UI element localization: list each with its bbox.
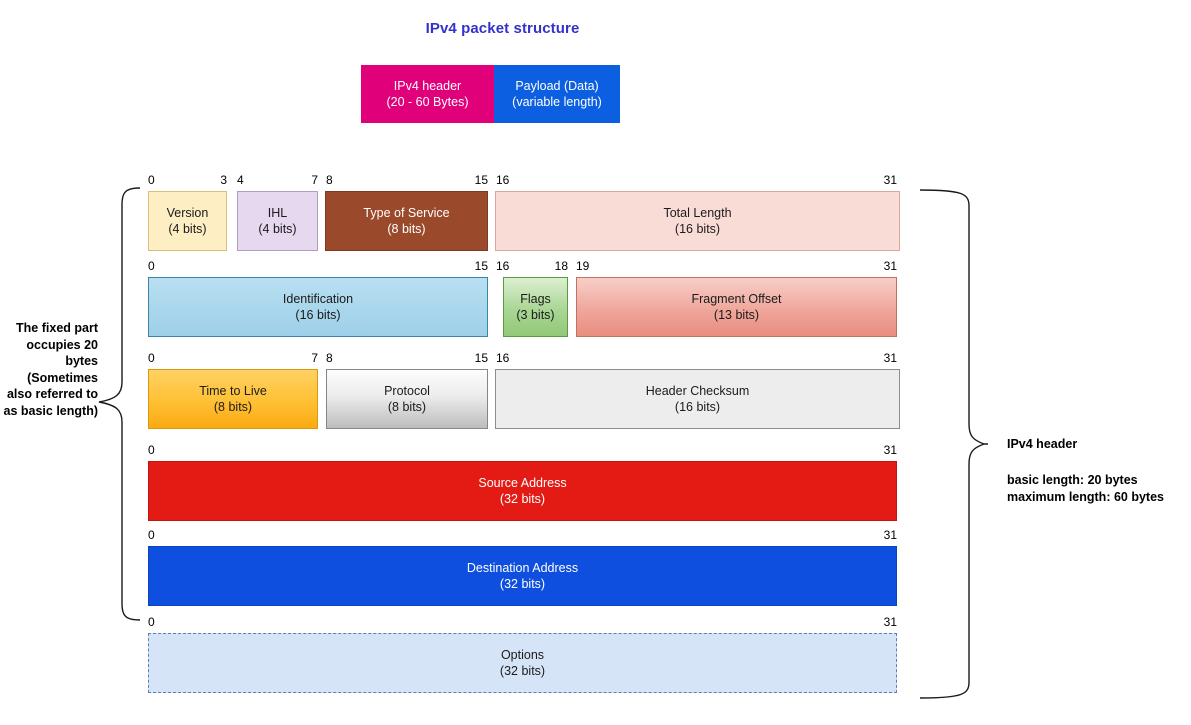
bit-tick: 31 <box>883 259 897 273</box>
field-label: Type of Service <box>363 205 450 220</box>
field-total-length: Total Length (16 bits) <box>495 191 900 251</box>
ipv4-header-note-title: IPv4 header <box>1007 437 1078 451</box>
field-group: Destination Address (32 bits) <box>148 546 897 606</box>
field-bit-width: (8 bits) <box>387 400 427 414</box>
field-identification: Identification (16 bits) <box>148 277 488 337</box>
bit-tick: 3 <box>220 173 227 187</box>
field-bit-width: (4 bits) <box>258 222 297 236</box>
field-type-of-service: Type of Service (8 bits) <box>325 191 488 251</box>
field-protocol: Protocol (8 bits) <box>326 369 488 429</box>
field-bit-width: (8 bits) <box>387 222 426 236</box>
field-source-address: Source Address (32 bits) <box>148 461 897 521</box>
bit-tick: 31 <box>883 351 897 365</box>
field-group: Source Address (32 bits) <box>148 461 897 521</box>
bit-tick: 0 <box>148 528 155 542</box>
field-bit-width: (16 bits) <box>674 400 721 414</box>
field-label: Flags <box>520 291 551 306</box>
overview-header-label: IPv4 header <box>393 79 462 93</box>
field-bit-width: (32 bits) <box>499 577 546 591</box>
field-group: Version (4 bits) IHL (4 bits) Type of Servic… <box>148 191 900 251</box>
bit-tick: 0 <box>148 443 155 457</box>
bit-tick: 15 <box>474 173 488 187</box>
bit-tick: 7 <box>311 173 318 187</box>
field-destination-address: Destination Address (32 bits) <box>148 546 897 606</box>
bit-tick: 8 <box>326 173 333 187</box>
field-label: Protocol <box>384 383 430 398</box>
field-label: Destination Address <box>466 560 579 575</box>
bit-tick: 7 <box>311 351 318 365</box>
field-bit-width: (16 bits) <box>674 222 721 236</box>
field-header-checksum: Header Checksum (16 bits) <box>495 369 900 429</box>
ipv4-header-length-note: basic length: 20 bytes maximum length: 6… <box>1007 472 1164 506</box>
field-version: Version (4 bits) <box>148 191 227 251</box>
field-bit-width: (13 bits) <box>713 308 760 322</box>
field-bit-width: (4 bits) <box>168 222 207 236</box>
field-bit-width: (16 bits) <box>295 308 341 322</box>
field-time-to-live: Time to Live (8 bits) <box>148 369 318 429</box>
overview-header-size: (20 - 60 Bytes) <box>386 95 469 109</box>
fixed-part-note: The fixed part occupies 20 bytes (Someti… <box>3 321 98 418</box>
field-group: Identification (16 bits) Flags (3 bits) Frag… <box>148 277 897 337</box>
bit-tick: 4 <box>237 173 244 187</box>
bit-tick: 16 <box>496 351 510 365</box>
bit-tick: 0 <box>148 173 155 187</box>
bit-tick: 16 <box>496 173 510 187</box>
bit-tick: 0 <box>148 351 155 365</box>
field-label: Header Checksum <box>645 383 750 398</box>
bit-tick: 0 <box>148 615 155 629</box>
field-group: Options (32 bits) <box>148 633 897 693</box>
field-bit-width: (8 bits) <box>213 400 253 414</box>
bit-tick: 15 <box>474 351 488 365</box>
field-label: Options <box>500 647 545 662</box>
overview-ipv4-header-block: IPv4 header (20 - 60 Bytes) <box>361 65 494 123</box>
bit-tick: 8 <box>326 351 333 365</box>
field-label: Source Address <box>478 475 567 490</box>
bit-tick: 31 <box>883 173 897 187</box>
bit-ruler: 0 31 <box>148 615 897 633</box>
bit-tick: 16 <box>496 259 510 273</box>
page-title: IPv4 packet structure <box>425 20 580 37</box>
field-label: Total Length <box>663 205 732 220</box>
ipv4-header-brace <box>919 189 988 699</box>
field-fragment-offset: Fragment Offset (13 bits) <box>576 277 897 337</box>
field-bit-width: (3 bits) <box>516 308 555 322</box>
basic-length-line: basic length: 20 bytes <box>1007 473 1138 487</box>
fixed-part-brace <box>98 187 141 621</box>
bit-tick: 15 <box>474 259 488 273</box>
packet-overview-bar: IPv4 header (20 - 60 Bytes) Payload (Dat… <box>361 65 620 123</box>
bit-tick: 18 <box>554 259 568 273</box>
overview-payload-block: Payload (Data) (variable length) <box>494 65 620 123</box>
bit-tick: 19 <box>576 259 590 273</box>
field-label: Identification <box>282 291 354 306</box>
bit-ruler: 0 31 <box>148 443 897 461</box>
overview-payload-size: (variable length) <box>512 95 602 109</box>
field-bit-width: (32 bits) <box>499 664 546 678</box>
field-bit-width: (32 bits) <box>499 492 546 506</box>
field-label: Time to Live <box>199 383 267 398</box>
bit-ruler: 0 15 16 18 19 31 <box>148 259 897 277</box>
maximum-length-line: maximum length: 60 bytes <box>1007 490 1164 504</box>
field-ihl: IHL (4 bits) <box>237 191 318 251</box>
field-label: IHL <box>267 205 288 220</box>
bit-tick: 31 <box>883 528 897 542</box>
bit-tick: 31 <box>883 443 897 457</box>
field-group: Time to Live (8 bits) Protocol (8 bits) Head… <box>148 369 900 429</box>
bit-tick: 31 <box>883 615 897 629</box>
overview-payload-label: Payload (Data) <box>515 79 599 93</box>
bit-ruler: 0 31 <box>148 528 897 546</box>
field-label: Fragment Offset <box>691 291 782 306</box>
field-options: Options (32 bits) <box>148 633 897 693</box>
field-label: Version <box>166 205 209 220</box>
field-flags: Flags (3 bits) <box>503 277 568 337</box>
bit-tick: 0 <box>148 259 155 273</box>
